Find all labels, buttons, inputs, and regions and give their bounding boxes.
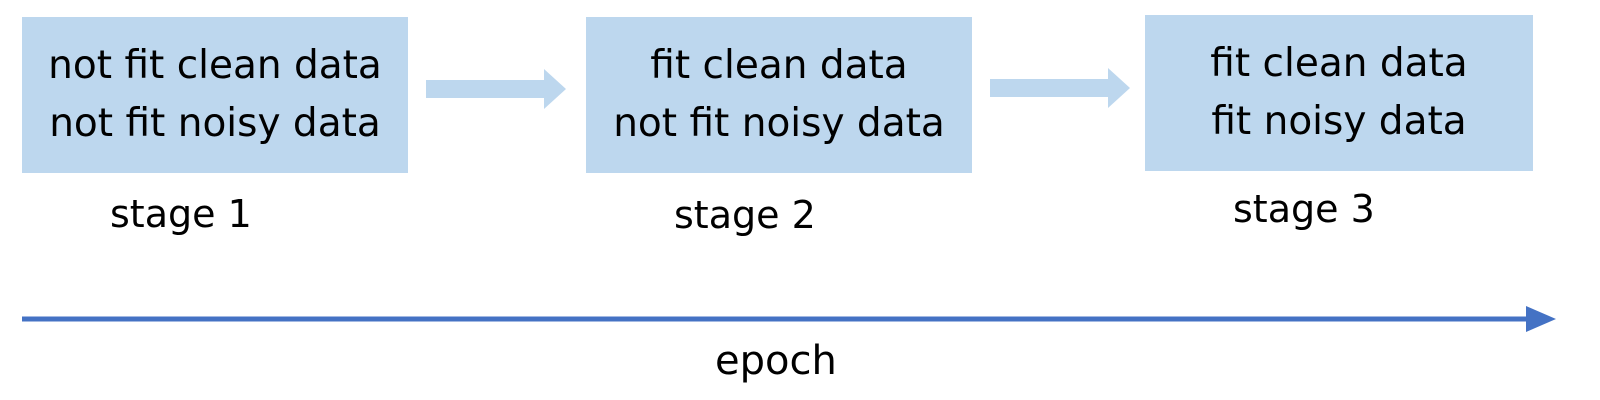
stage-1-box: not fit clean data not fit noisy data <box>22 17 408 173</box>
stage-1-line-1: not fit clean data <box>48 43 382 88</box>
epoch-axis-label: epoch <box>715 338 837 384</box>
stage-2-box: fit clean data not fit noisy data <box>586 17 972 173</box>
stage-2-to-3-arrow-icon <box>990 68 1130 108</box>
stage-1-line-2: not fit noisy data <box>49 101 381 146</box>
stage-3-label: stage 3 <box>1233 187 1375 231</box>
stage-1-label: stage 1 <box>110 192 252 236</box>
stage-2-label: stage 2 <box>674 193 816 237</box>
stage-2-line-1: fit clean data <box>650 43 908 88</box>
stage-1-to-2-arrow-icon <box>426 69 566 109</box>
stage-3-line-1: fit clean data <box>1210 41 1468 86</box>
stage-3-line-2: fit noisy data <box>1211 99 1467 144</box>
epoch-axis-arrow-icon <box>22 306 1556 332</box>
stage-3-box: fit clean data fit noisy data <box>1145 15 1533 171</box>
stage-2-line-2: not fit noisy data <box>613 101 945 146</box>
